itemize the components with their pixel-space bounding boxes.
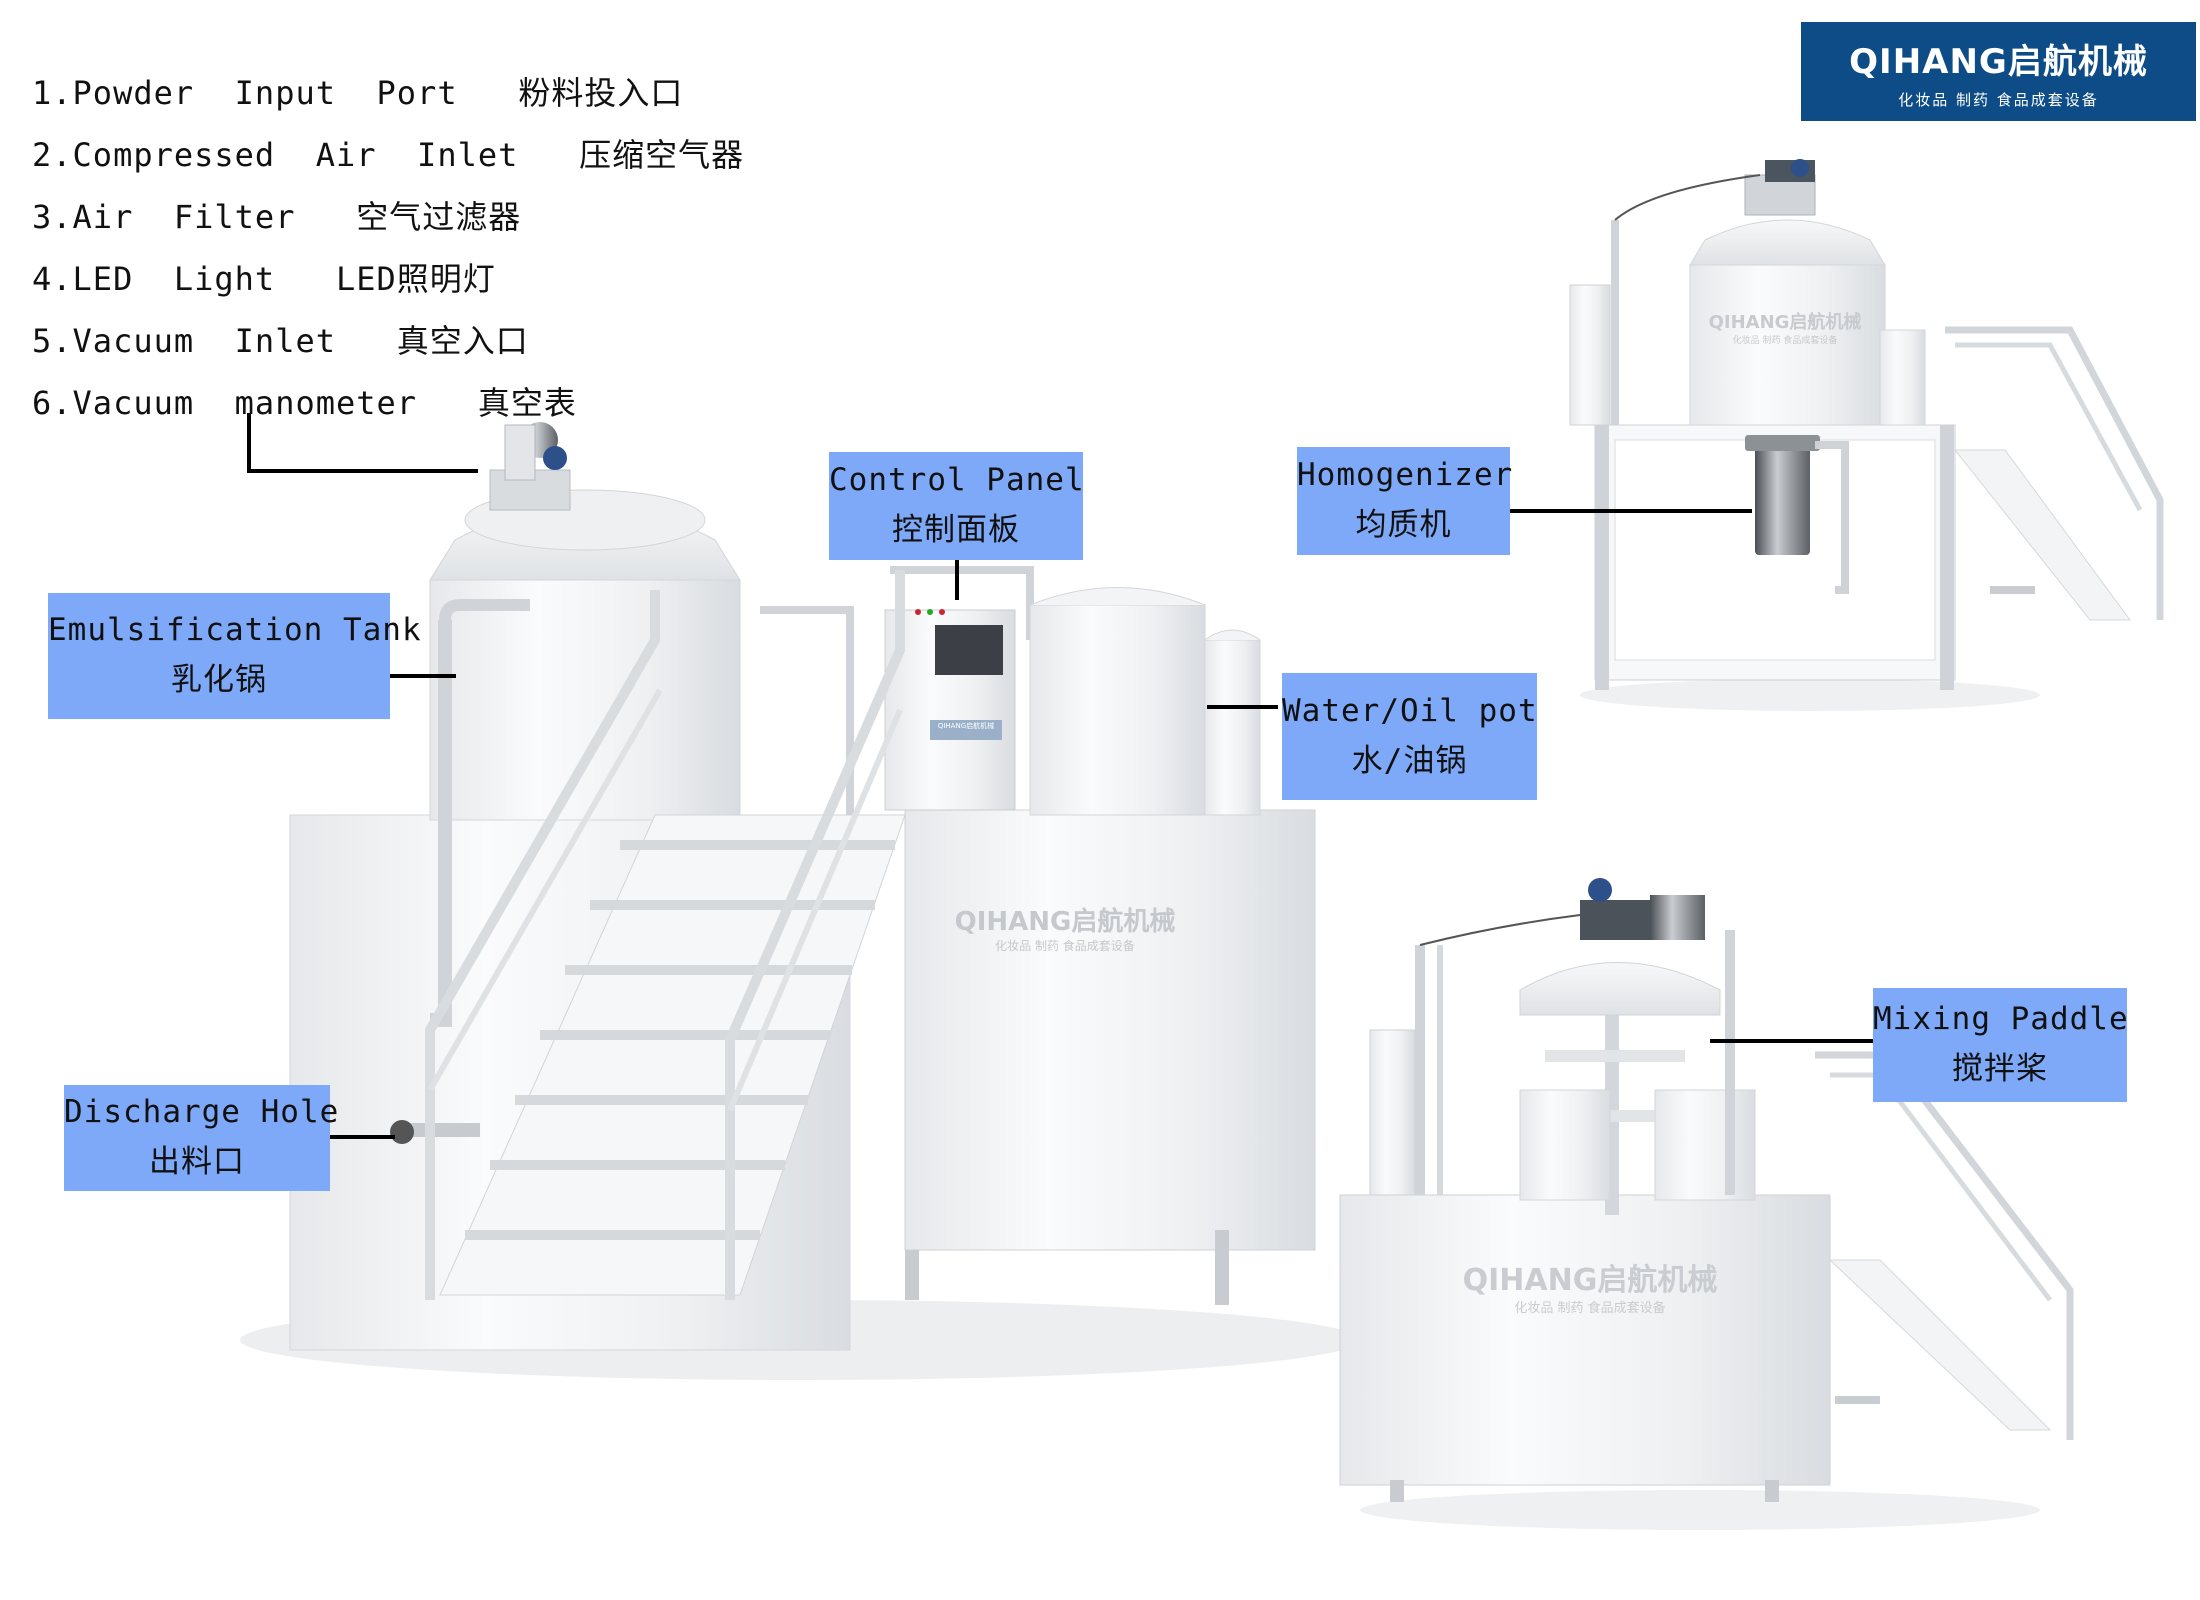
brand-tagline: 化妆品 制药 食品成套设备 (1898, 90, 2099, 109)
mixing-machine: QIHANG启航机械 化妆品 制药 食品成套设备 (1339, 878, 2074, 1530)
watermark-top-tagline: 化妆品 制药 食品成套设备 (1733, 334, 1838, 346)
watermark-bottom: QIHANG启航机械 (1463, 1263, 1718, 1298)
watermark-top: QIHANG启航机械 (1709, 311, 1862, 333)
label-control-panel-zh: 控制面板 (892, 512, 1020, 548)
parts-list-item-1: 1.Powder Input Port 粉料投入口 (32, 74, 684, 112)
label-homogenizer-zh: 均质机 (1355, 507, 1452, 543)
watermark-main-tagline: 化妆品 制药 食品成套设备 (995, 938, 1135, 953)
parts-list-item-6: 6.Vacuum manometer 真空表 (32, 384, 577, 422)
label-discharge-hole-en: Discharge Hole (64, 1094, 340, 1131)
homogenizer-machine: QIHANG启航机械 化妆品 制药 食品成套设备 (1569, 159, 2164, 711)
parts-list-item-5: 5.Vacuum Inlet 真空入口 (32, 322, 529, 360)
parts-list-item-3: 3.Air Filter 空气过滤器 (32, 198, 522, 236)
label-mixing-paddle: Mixing Paddle 搅拌桨 (1873, 988, 2129, 1102)
label-water-oil-pot-en: Water/Oil pot (1282, 692, 1538, 729)
parts-list-item-4: 4.LED Light LED照明灯 (32, 260, 496, 298)
parts-list-item-2: 2.Compressed Air Inlet 压缩空气器 (32, 136, 745, 174)
watermark-bottom-tagline: 化妆品 制药 食品成套设备 (1514, 1300, 1665, 1316)
label-mixing-paddle-en: Mixing Paddle (1873, 1001, 2129, 1038)
label-discharge-hole-zh: 出料口 (149, 1144, 245, 1180)
label-water-oil-pot: Water/Oil pot 水/油锅 (1282, 673, 1537, 800)
label-control-panel-en: Control Panel (829, 462, 1085, 499)
label-emulsification-tank: Emulsification Tank 乳化锅 (48, 593, 422, 719)
main-staircase (425, 570, 906, 1300)
watermark-main: QIHANG启航机械 (955, 906, 1176, 937)
brand-name: QIHANG启航机械 (1849, 41, 2148, 82)
leader-parts-list (247, 413, 478, 473)
label-emulsification-tank-en: Emulsification Tank (48, 612, 422, 649)
label-control-panel: Control Panel 控制面板 (829, 452, 1085, 560)
label-discharge-hole: Discharge Hole 出料口 (64, 1085, 340, 1191)
label-emulsification-tank-zh: 乳化锅 (171, 662, 267, 698)
label-homogenizer-en: Homogenizer (1297, 457, 1514, 494)
main-machine: QIHANG启航机械 化妆品 制药 食品成套设备 QIHANG启航机械 (240, 422, 1360, 1380)
leader-lines (247, 413, 1873, 1139)
panel-badge: QIHANG启航机械 (938, 721, 994, 730)
label-water-oil-pot-zh: 水/油锅 (1351, 742, 1468, 779)
label-mixing-paddle-zh: 搅拌桨 (1952, 1051, 2048, 1087)
brand-logo: QIHANG启航机械 化妆品 制药 食品成套设备 (1801, 22, 2196, 121)
label-homogenizer: Homogenizer 均质机 (1297, 447, 1514, 555)
